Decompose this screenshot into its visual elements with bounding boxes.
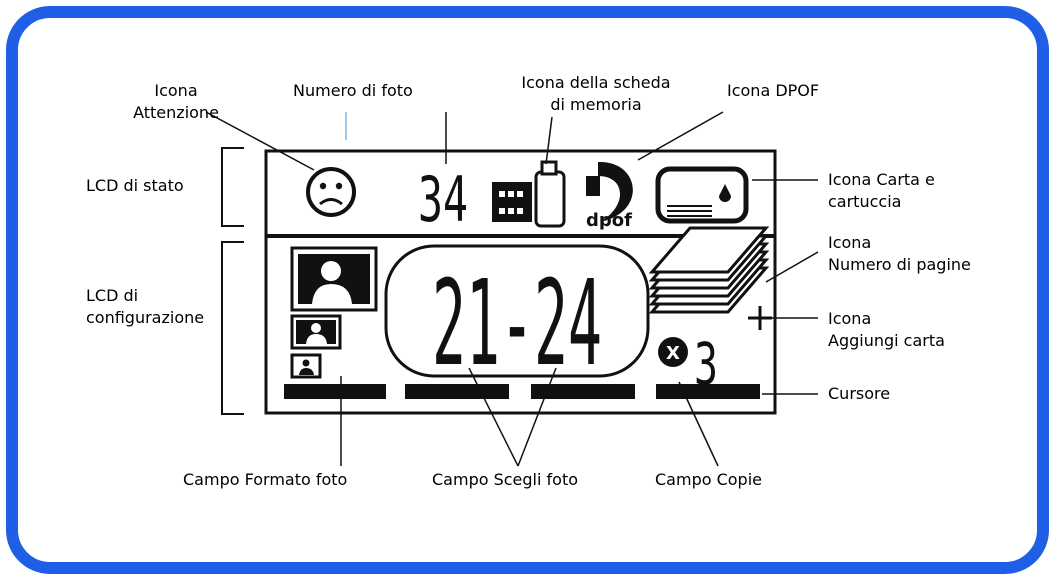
svg-text:X: X [666, 343, 680, 364]
leader-dpof [637, 111, 724, 161]
diagram-frame [6, 6, 1049, 574]
photo-count-value: 34 [418, 163, 468, 236]
photo-counter-digits: 34 [418, 163, 468, 236]
label-memory-card-icon: Icona della scheda di memoria [521, 73, 671, 114]
leader-lines [205, 111, 819, 467]
label-add-paper-icon: Icona Aggiungi carta [828, 309, 945, 350]
label-copies-field: Campo Copie [655, 470, 762, 489]
label-status-lcd: LCD di stato [86, 176, 184, 195]
status-lcd-bracket [221, 147, 244, 227]
sad-face-icon [306, 167, 356, 217]
label-choose-photo-field: Campo Scegli foto [432, 470, 579, 489]
leader-warning [205, 111, 315, 171]
label-cursor: Cursore [828, 384, 891, 403]
label-pages-icon: Icona Numero di pagine [828, 233, 971, 274]
lcd-panel [264, 149, 777, 415]
label-photo-number: Numero di foto [293, 81, 413, 100]
config-lcd-bracket [221, 241, 244, 415]
memory-card-icon [492, 160, 566, 228]
leader-choose-photo-a [468, 367, 519, 467]
label-warning-icon: Icona Attenzione [133, 81, 219, 122]
leader-choose-photo-b [517, 367, 557, 467]
dpof-icon: dpof [586, 161, 633, 231]
photo-size-icons [290, 246, 378, 379]
label-photo-size-field: Campo Formato foto [183, 470, 348, 489]
leader-copies [678, 381, 719, 467]
leader-memory-card [545, 116, 553, 165]
paper-cartridge-icon [655, 166, 749, 224]
label-paper-cartridge-icon: Icona Carta e cartuccia [828, 170, 935, 211]
leader-pages [765, 251, 819, 283]
photo-range-value: 21-24 [432, 254, 602, 392]
dpof-text: dpof [586, 210, 632, 231]
photo-range-display: 21-24 [384, 244, 650, 392]
cursor-bars [284, 384, 760, 399]
page-stack-icon [648, 226, 770, 314]
label-dpof-icon: Icona DPOF [727, 81, 820, 100]
add-paper-icon [748, 306, 772, 330]
label-config-lcd: LCD di configurazione [86, 286, 205, 327]
